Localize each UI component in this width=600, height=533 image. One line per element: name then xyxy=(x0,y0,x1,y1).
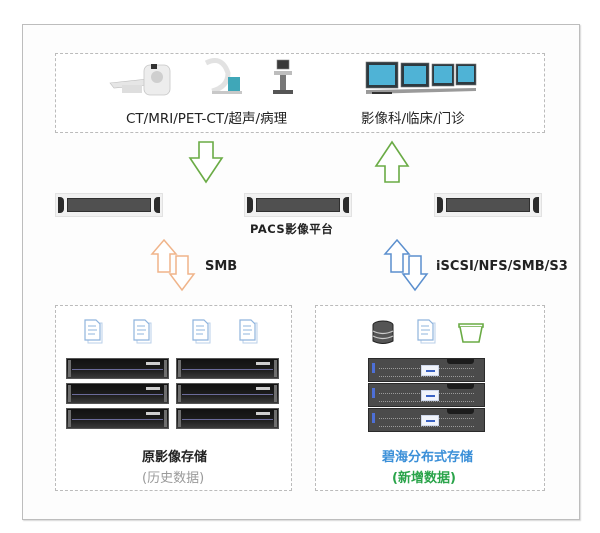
legacy-storage-title: 原影像存储 xyxy=(142,450,208,465)
legacy-storage-rack xyxy=(176,383,279,404)
bidirectional-arrow-icon xyxy=(150,238,196,292)
file-icon xyxy=(239,319,258,344)
down-arrow-icon xyxy=(188,141,224,184)
legacy-storage-rack xyxy=(176,358,279,379)
legacy-storage-subtitle: (历史数据) xyxy=(142,471,205,486)
bucket-icon xyxy=(458,323,484,343)
legacy-storage-rack xyxy=(176,408,279,429)
radiology-monitors-icon xyxy=(365,61,477,94)
modalities-label: CT/MRI/PET-CT/超声/病理 xyxy=(126,111,288,127)
pacs-server xyxy=(244,193,352,217)
pacs-label: PACS影像平台 xyxy=(250,222,334,236)
distributed-storage-subtitle: (新增数据) xyxy=(392,471,456,486)
legacy-storage-rack xyxy=(66,358,169,379)
file-icon xyxy=(84,319,103,344)
file-icon xyxy=(133,319,152,344)
file-icon xyxy=(417,319,436,344)
distributed-storage-node xyxy=(368,408,485,432)
departments-label: 影像科/临床/门诊 xyxy=(361,111,465,127)
distributed-storage-node xyxy=(368,383,485,407)
pacs-server xyxy=(55,193,163,217)
bidirectional-arrow-icon xyxy=(383,238,429,292)
distributed-storage-title: 碧海分布式存储 xyxy=(382,450,474,465)
database-icon xyxy=(372,320,394,344)
legacy-storage-rack xyxy=(66,408,169,429)
file-icon xyxy=(192,319,211,344)
distributed-storage-node xyxy=(368,358,485,382)
pacs-server xyxy=(434,193,542,217)
c-arm-icon xyxy=(204,58,242,94)
storage-protocols-label: iSCSI/NFS/SMB/S3 xyxy=(436,259,568,274)
legacy-storage-rack xyxy=(66,383,169,404)
up-arrow-icon xyxy=(374,140,410,183)
ultrasound-cart-icon xyxy=(273,59,293,94)
smb-protocol-label: SMB xyxy=(205,259,238,274)
ct-scanner-icon xyxy=(109,64,171,96)
